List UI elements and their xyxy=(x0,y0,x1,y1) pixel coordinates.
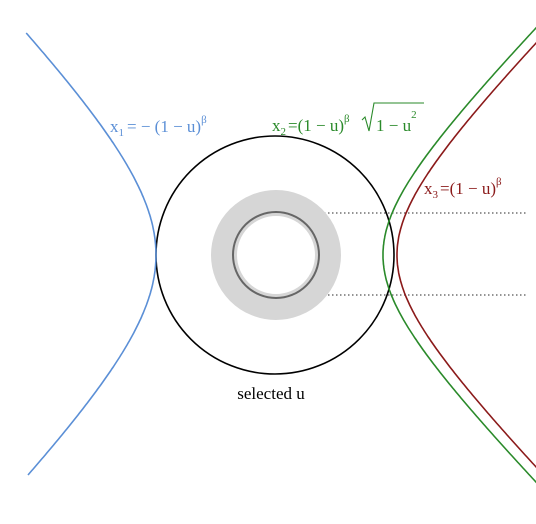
label-x3-var: x xyxy=(424,179,433,198)
inner-circle xyxy=(232,211,320,299)
label-x3: x3=(1 − u)β xyxy=(424,176,502,201)
label-x1-var: x xyxy=(110,117,119,136)
label-x2-sqrt-text: 1 − u xyxy=(376,116,412,135)
label-x2: x2=(1 − u)β xyxy=(272,113,350,138)
label-x1: x1= − (1 − u)β xyxy=(110,114,207,139)
unit-circle xyxy=(155,135,395,375)
label-x1-rhs: = − (1 − u) xyxy=(127,117,201,136)
curve-x3 xyxy=(396,41,536,469)
curve-x1 xyxy=(25,32,157,476)
label-x2-var: x xyxy=(272,116,281,135)
label-x3-sub: 3 xyxy=(433,189,439,201)
label-x3-rhs: =(1 − u) xyxy=(440,179,496,198)
label-x2-rhs: =(1 − u) xyxy=(288,116,344,135)
label-x2-sup: β xyxy=(344,113,350,125)
label-x2-sqrt-body: 1 − u2 xyxy=(376,109,417,135)
curve-x2 xyxy=(382,26,536,484)
selected-annulus xyxy=(211,190,341,320)
label-x1-sup: β xyxy=(201,114,207,126)
label-x1-sub: 1 xyxy=(119,127,125,139)
selected-u-label: selected u xyxy=(237,384,305,403)
label-x3-sup: β xyxy=(496,176,502,188)
label-x2-sqrt-sup: 2 xyxy=(411,109,417,121)
sqrt-symbol xyxy=(361,102,424,132)
label-x2-sub: 2 xyxy=(281,126,287,138)
